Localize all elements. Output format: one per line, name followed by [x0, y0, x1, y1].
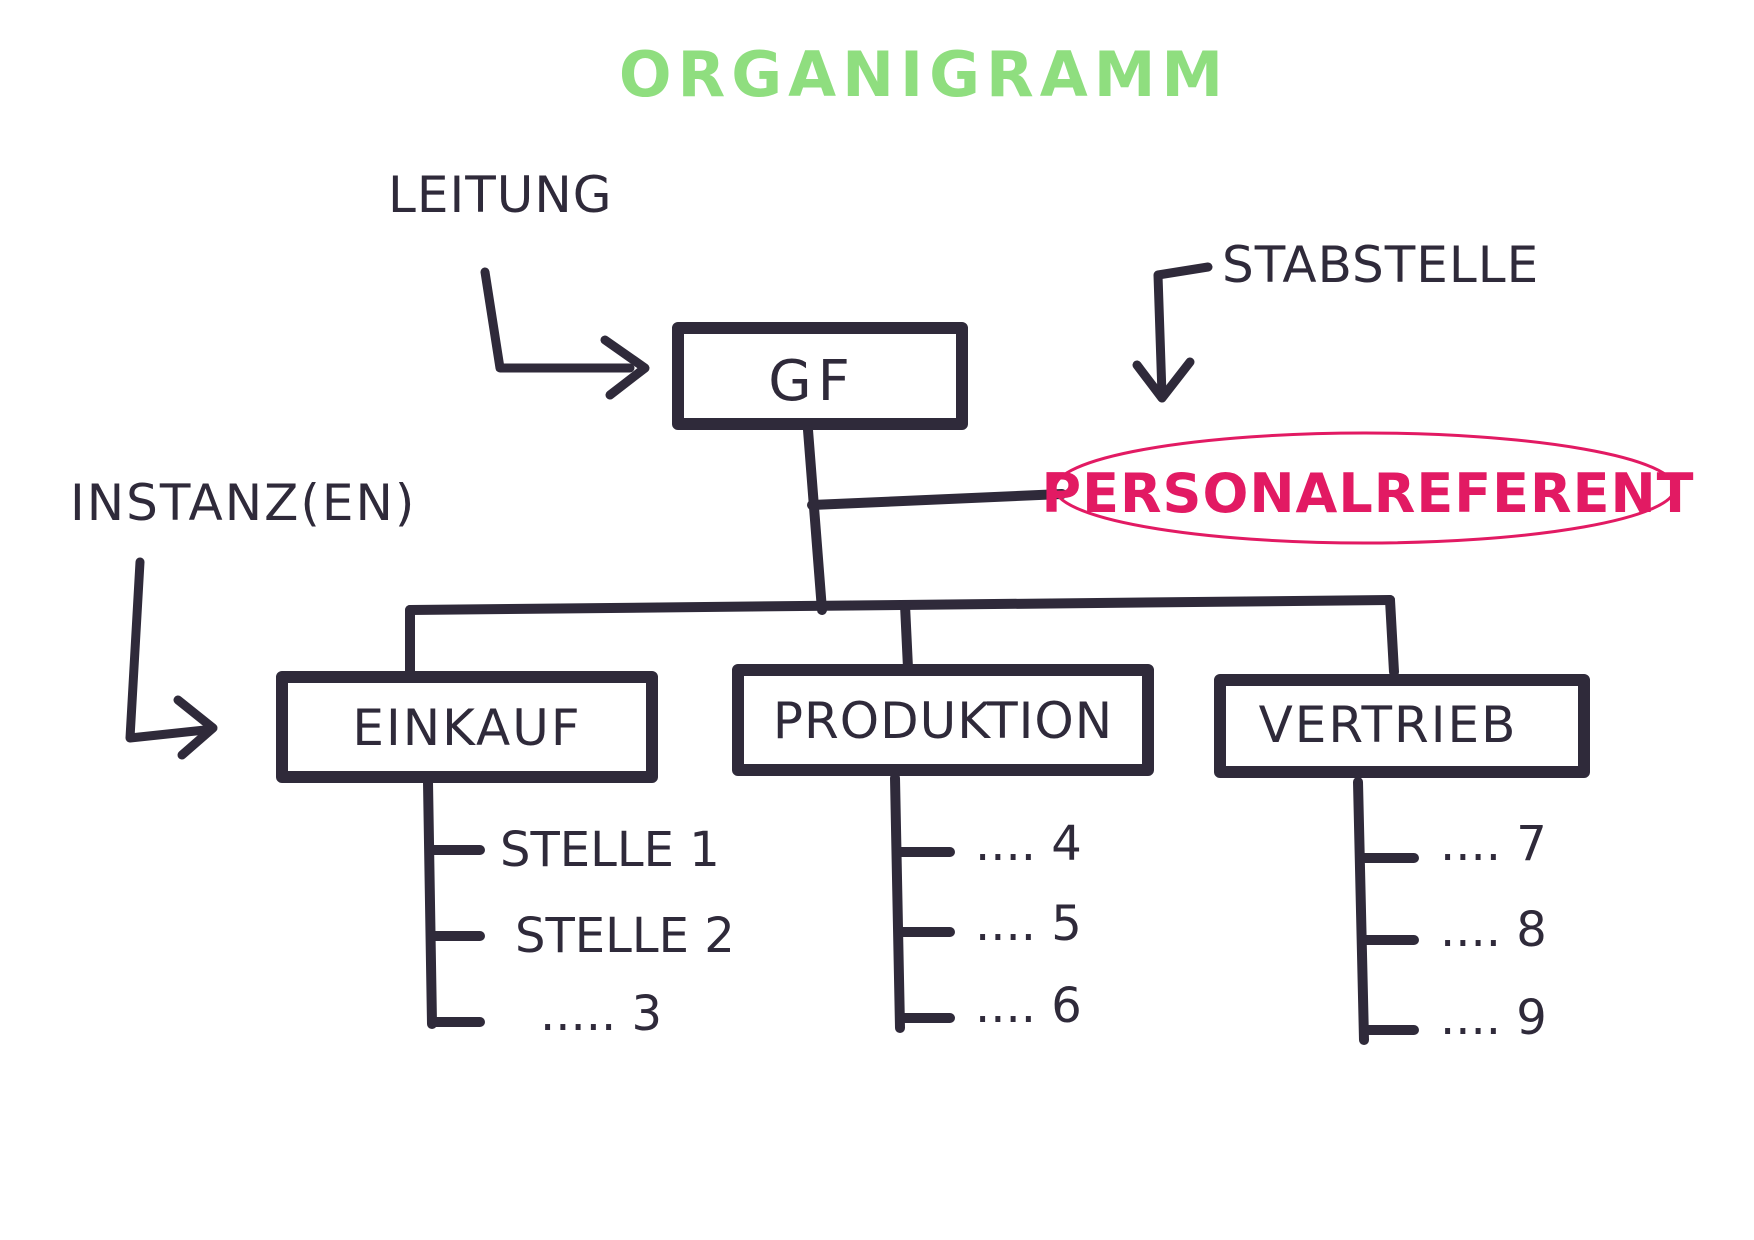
node-gf: GF [672, 322, 968, 430]
position-label: .... 9 [1440, 990, 1547, 1046]
diagram-title: ORGANIGRAMM [619, 38, 1229, 111]
arrow-head-stabstelle [1132, 357, 1195, 403]
node-gf-label: GF [768, 349, 856, 414]
department-produktion: PRODUKTION .... 4 .... 5 .... 6 [732, 664, 1154, 1034]
position-label: .... 5 [975, 896, 1082, 952]
department-produktion-label: PRODUKTION [773, 692, 1113, 750]
position-label: ..... 3 [540, 986, 662, 1042]
node-staff: PERSONALREFERENT [1042, 431, 1695, 545]
connector-gf-down [803, 425, 827, 615]
arrow-head-instanzen [173, 695, 218, 760]
position-label: STELLE 1 [500, 822, 720, 878]
position-label: .... 4 [975, 816, 1082, 872]
department-vertrieb: VERTRIEB .... 7 .... 8 .... 9 [1214, 674, 1590, 1046]
node-staff-ellipse [1053, 431, 1677, 545]
arrow-leitung [480, 267, 635, 373]
annotation-instanzen: INSTANZ(EN) [70, 474, 416, 532]
department-produktion-box [732, 664, 1154, 776]
department-vertrieb-label: VERTRIEB [1259, 696, 1518, 754]
position-label: .... 6 [975, 978, 1082, 1034]
department-produktion-stem [890, 773, 905, 1033]
arrow-head-leitung [600, 335, 650, 400]
department-einkauf-stem [423, 777, 437, 1029]
department-vertrieb-stem [1353, 777, 1369, 1045]
node-staff-label: PERSONALREFERENT [1042, 462, 1695, 525]
department-einkauf-label: EINKAUF [352, 699, 581, 757]
arrow-instanzen [125, 557, 210, 743]
position-label: .... 7 [1440, 816, 1547, 872]
position-label: .... 8 [1440, 902, 1547, 958]
node-gf-box [672, 322, 968, 430]
connector-drop-vertrieb [1385, 595, 1399, 677]
department-einkauf: EINKAUF STELLE 1 STELLE 2 ..... 3 [276, 671, 735, 1042]
connector-staff [807, 489, 1067, 510]
connector-drop-produktion [900, 600, 913, 673]
department-vertrieb-box [1214, 674, 1590, 778]
department-einkauf-box [276, 671, 658, 783]
arrow-stabstelle [1153, 262, 1213, 400]
annotation-stabstelle: STABSTELLE [1222, 236, 1539, 294]
position-label: STELLE 2 [515, 908, 735, 964]
annotation-leitung: LEITUNG [388, 166, 612, 224]
